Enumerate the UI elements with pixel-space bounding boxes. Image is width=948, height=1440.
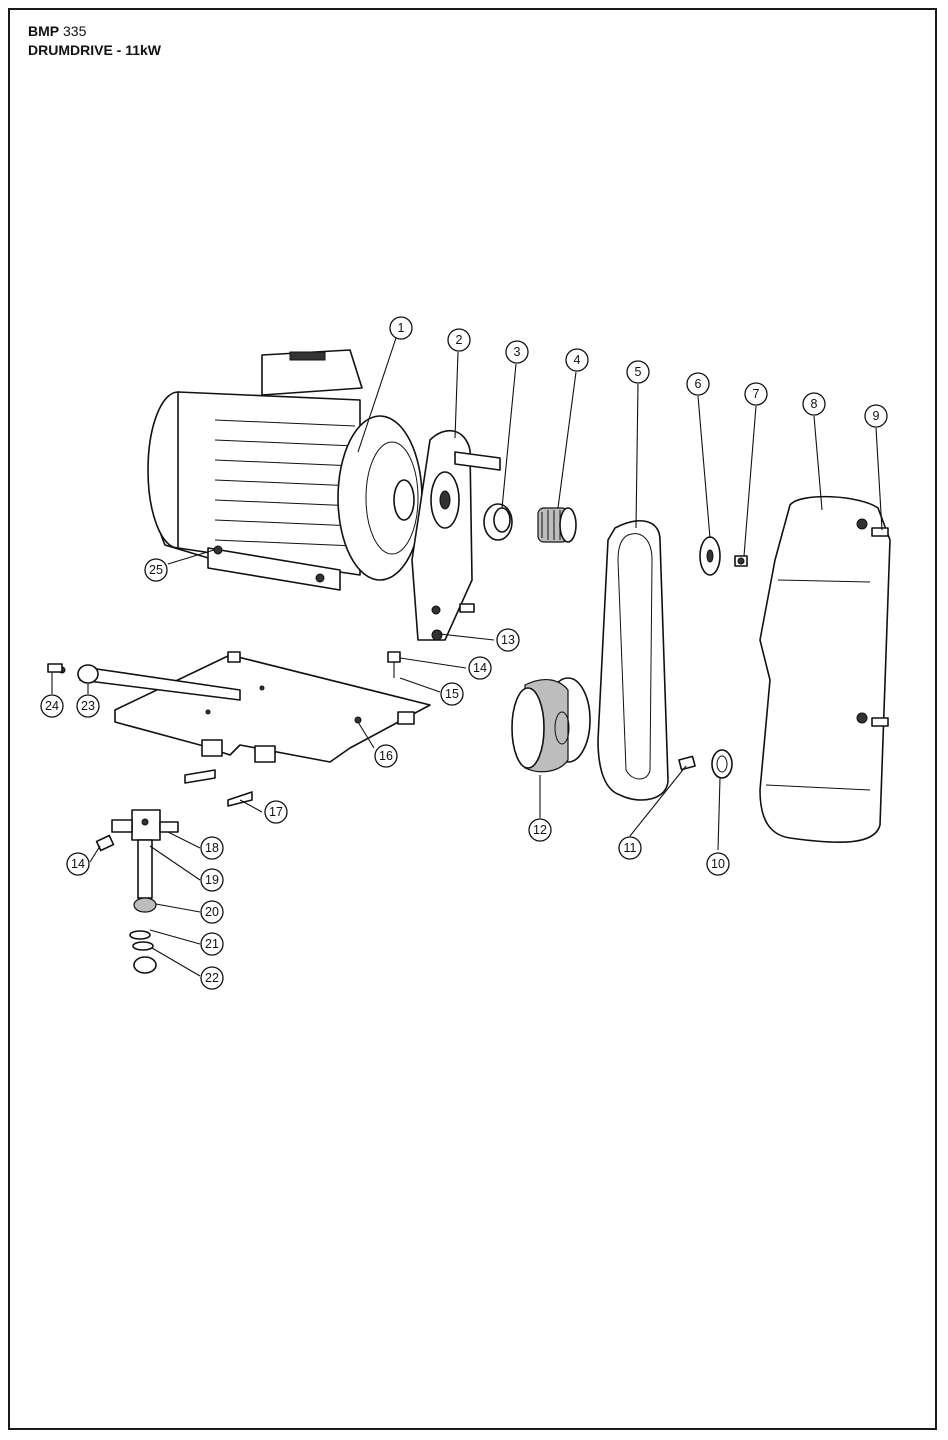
callout-8: 8 <box>802 392 826 416</box>
belt-guard-part <box>759 495 891 844</box>
svg-text:6: 6 <box>695 377 702 391</box>
model-name: BMP <box>28 23 60 39</box>
title-block: BMP 335 DRUMDRIVE - 11kW <box>28 22 161 60</box>
flange-part <box>411 429 501 641</box>
callout-12: 12 <box>528 818 552 842</box>
callout-15: 15 <box>440 682 464 706</box>
svg-text:10: 10 <box>711 857 725 871</box>
callout-10: 10 <box>706 852 730 876</box>
svg-text:19: 19 <box>205 873 219 887</box>
svg-text:15: 15 <box>445 687 459 701</box>
callout-9: 9 <box>864 404 888 428</box>
locknut-part <box>711 749 733 779</box>
tensioner-part <box>95 809 179 974</box>
callout-3: 3 <box>505 340 529 364</box>
svg-text:13: 13 <box>501 633 515 647</box>
leader-lines <box>51 337 883 977</box>
callout-14b: 14 <box>66 852 90 876</box>
callout-23: 23 <box>76 694 100 718</box>
svg-text:11: 11 <box>624 841 637 855</box>
callout-19: 19 <box>200 868 224 892</box>
bushing-part <box>483 503 513 541</box>
svg-text:2: 2 <box>456 333 463 347</box>
washer-part <box>699 536 721 576</box>
motor-part <box>147 349 423 591</box>
svg-text:16: 16 <box>379 749 393 763</box>
callout-17: 17 <box>264 800 288 824</box>
model-number: 335 <box>63 23 87 39</box>
svg-text:8: 8 <box>811 397 818 411</box>
svg-text:3: 3 <box>514 345 521 359</box>
callout-7: 7 <box>744 382 768 406</box>
callout-16: 16 <box>374 744 398 768</box>
callout-11: 11 <box>618 836 642 860</box>
key-part <box>678 755 696 771</box>
large-pulley-part <box>511 677 591 773</box>
svg-text:25: 25 <box>149 563 163 577</box>
callout-1: 1 <box>389 316 413 340</box>
callout-22: 22 <box>200 966 224 990</box>
svg-text:23: 23 <box>81 699 95 713</box>
small-pulley-part <box>537 507 577 543</box>
callout-18: 18 <box>200 836 224 860</box>
diagram-subtitle: DRUMDRIVE - 11kW <box>28 42 162 58</box>
svg-text:14: 14 <box>71 857 85 871</box>
callout-20: 20 <box>200 900 224 924</box>
callout-2: 2 <box>447 328 471 352</box>
callout-5: 5 <box>626 360 650 384</box>
svg-text:4: 4 <box>574 353 581 367</box>
callout-4: 4 <box>565 348 589 372</box>
svg-text:12: 12 <box>533 823 547 837</box>
svg-text:17: 17 <box>269 805 283 819</box>
callout-21: 21 <box>200 932 224 956</box>
svg-text:18: 18 <box>205 841 219 855</box>
svg-text:21: 21 <box>205 937 219 951</box>
svg-text:20: 20 <box>205 905 219 919</box>
bolt-part <box>734 555 748 567</box>
svg-text:5: 5 <box>635 365 642 379</box>
svg-text:7: 7 <box>753 387 760 401</box>
callout-14: 14 <box>468 656 492 680</box>
svg-text:22: 22 <box>205 971 219 985</box>
callout-13: 13 <box>496 628 520 652</box>
callout-24: 24 <box>40 694 64 718</box>
svg-text:1: 1 <box>398 321 405 335</box>
svg-text:14: 14 <box>473 661 487 675</box>
svg-text:24: 24 <box>45 699 59 713</box>
callout-6: 6 <box>686 372 710 396</box>
base-plate-part <box>58 651 431 807</box>
model-title: BMP 335 <box>28 22 161 41</box>
svg-text:9: 9 <box>873 409 880 423</box>
callout-25: 25 <box>144 558 168 582</box>
belt-part <box>597 520 669 801</box>
